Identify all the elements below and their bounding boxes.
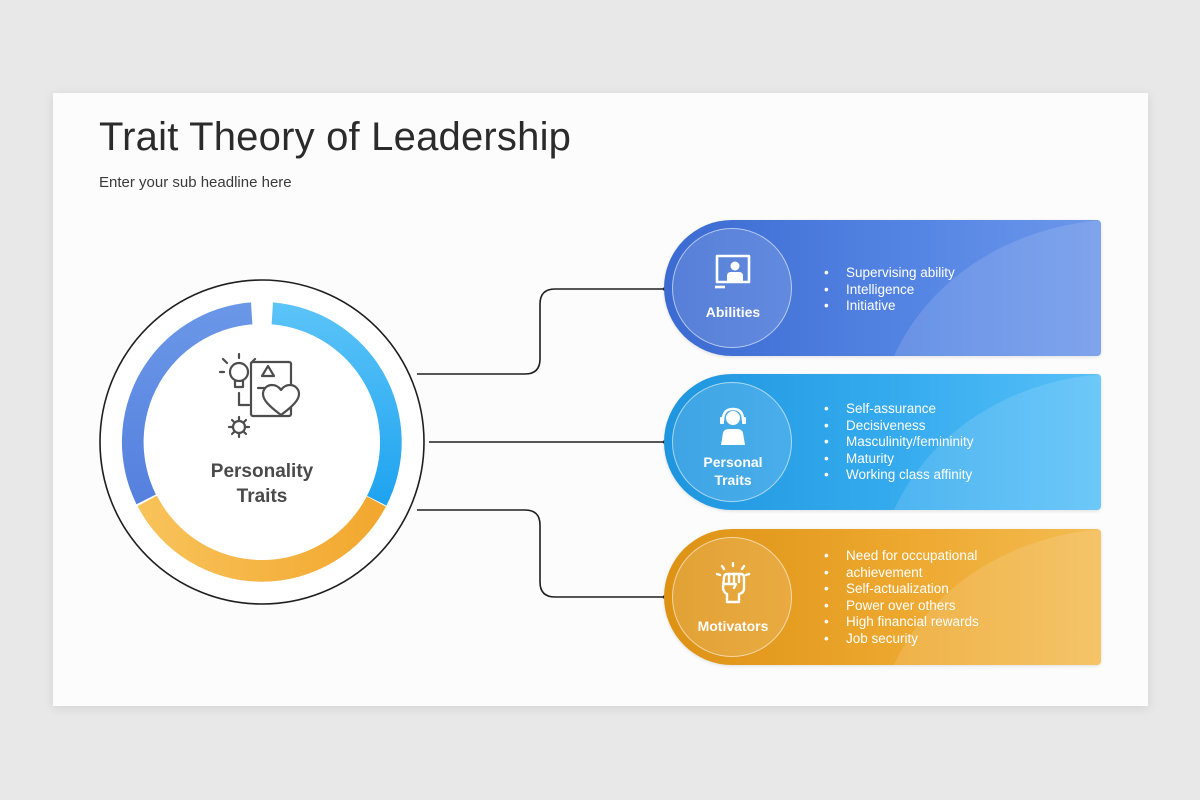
page-subtitle: Enter your sub headline here: [99, 174, 292, 191]
list-item: achievement: [824, 565, 979, 582]
presenter-board-icon: [715, 254, 751, 289]
diagram-canvas: [99, 279, 667, 605]
list-item: Decisiveness: [824, 418, 974, 435]
list-item: Self-assurance: [824, 401, 974, 418]
badge-label-motivators: Motivators: [697, 618, 769, 634]
badge-motivators: Motivators: [672, 537, 792, 657]
idea-puzzle-heart-gear-icon: [218, 352, 301, 439]
connector-motivators: [417, 509, 665, 598]
abilities-list: Supervising ability Intelligence Initiat…: [824, 265, 955, 315]
list-item: Intelligence: [824, 282, 955, 299]
card-personal-traits: Personal Traits Self-assurance Decisiven…: [664, 374, 1101, 510]
list-item: Initiative: [824, 298, 955, 315]
personal-traits-list: Self-assurance Decisiveness Masculinity/…: [824, 401, 974, 484]
inner-disc: [144, 324, 380, 560]
badge-label-abilities: Abilities: [705, 304, 761, 320]
center-label: Personality Traits: [210, 461, 314, 507]
list-item: Job security: [824, 631, 979, 648]
badge-abilities: Abilities: [672, 228, 792, 348]
list-item: Masculinity/femininity: [824, 434, 974, 451]
page-title: Trait Theory of Leadership: [99, 115, 572, 159]
ring-segment-blue: [121, 302, 253, 505]
headset-person-icon: [720, 407, 746, 445]
list-item: Maturity: [824, 451, 974, 468]
list-item: Power over others: [824, 598, 979, 615]
list-item: Working class affinity: [824, 467, 974, 484]
badge-label-personal-traits: Personal Traits: [703, 454, 763, 488]
connector-abilities: [417, 288, 665, 375]
card-abilities: Abilities Supervising ability Intelligen…: [664, 220, 1101, 356]
ring-segment-orange: [137, 495, 386, 582]
card-motivators: Motivators Need for occupational achieve…: [664, 529, 1101, 665]
list-item: Self-actualization: [824, 581, 979, 598]
badge-personal-traits: Personal Traits: [672, 382, 792, 502]
list-item: Supervising ability: [824, 265, 955, 282]
list-item: Need for occupational: [824, 548, 979, 565]
ring-segment-light-blue: [271, 302, 402, 506]
motivators-list: Need for occupational achievement Self-a…: [824, 548, 979, 647]
card-wave: [894, 220, 1101, 356]
slide: Trait Theory of Leadership Enter your su…: [53, 93, 1148, 706]
list-item: High financial rewards: [824, 614, 979, 631]
raised-fist-icon: [715, 562, 751, 604]
